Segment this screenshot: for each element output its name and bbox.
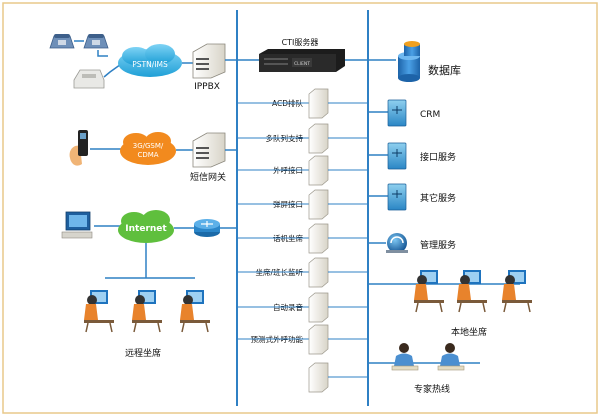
module-server-icon [308, 155, 329, 186]
module-server-row: 话机坐席 [237, 223, 368, 254]
module-server-row: 自动录音 [237, 292, 368, 323]
local-seats-label: 本地坐席 [451, 326, 487, 338]
remote-seats-label: 远程坐席 [125, 347, 161, 359]
router-icon [194, 219, 220, 237]
outer-frame [2, 2, 598, 414]
crm-label: CRM [420, 110, 440, 120]
module-server-icon [308, 324, 329, 355]
sms-gateway-device-icon [192, 132, 226, 168]
interface-service-label: 接口服务 [420, 151, 456, 163]
expert-person-icon [437, 343, 465, 371]
mobile-phone-hand-icon [69, 130, 88, 166]
module-server-icon [308, 362, 329, 393]
ippbx-device-icon [192, 43, 226, 79]
module-server-icon [308, 123, 329, 154]
management-service-icon [386, 233, 408, 253]
cti-server-icon: CLIENT [259, 49, 345, 72]
module-server-row: ACD排队 [237, 88, 368, 119]
local-seat-workstation-icon [414, 270, 444, 313]
module-server-icon [308, 292, 329, 323]
module-server-icon [308, 223, 329, 254]
module-server-row: 坐席/班长监听 [237, 257, 368, 288]
crm-server-icon [387, 99, 407, 127]
module-server-row: 多队列支持 [237, 123, 368, 154]
remote-seat-workstation-icon [180, 290, 210, 333]
ippbx-label: IPPBX [194, 82, 220, 92]
internet-cloud: Internet [118, 210, 174, 243]
management-service-label: 管理服务 [420, 239, 456, 251]
local-seat-workstation-icon [502, 270, 532, 313]
internet-cloud-label: Internet [125, 224, 167, 234]
interface-server-icon [387, 142, 407, 170]
expert-hotline-label: 专家热线 [414, 383, 450, 395]
gsm-cloud-label-line1: 3G/GSM/ [133, 142, 164, 150]
pstn-cloud-label: PSTN/IMS [132, 60, 168, 69]
fax-machine-icon [73, 69, 105, 89]
gsm-cloud-label-line2: CDMA [137, 151, 158, 159]
module-server-row: 预测式外呼功能 [237, 324, 368, 355]
database-label: 数据库 [428, 63, 461, 77]
desk-phone-icon [49, 34, 75, 49]
remote-seat-workstation-icon [132, 290, 162, 333]
cti-server-label: CTI服务器 [282, 37, 319, 47]
computer-icon [61, 211, 93, 239]
gsm-cloud: 3G/GSM/ CDMA [120, 132, 176, 165]
module-server-icon [308, 257, 329, 288]
desk-phone-icon [83, 34, 109, 49]
local-seat-workstation-icon [457, 270, 487, 313]
database-icon [398, 41, 420, 82]
remote-seat-workstation-icon [84, 290, 114, 333]
sms-gateway-label: 短信网关 [190, 171, 226, 183]
module-server-row: 外呼接口 [237, 155, 368, 186]
module-server-icon [308, 189, 329, 220]
cti-server-brand: CLIENT [294, 61, 310, 67]
module-server-row: 弹屏接口 [237, 189, 368, 220]
pstn-cloud: PSTN/IMS [118, 44, 182, 77]
module-server-icon [308, 88, 329, 119]
expert-person-icon [391, 343, 419, 371]
other-service-server-icon [387, 183, 407, 211]
other-service-label: 其它服务 [420, 192, 456, 204]
